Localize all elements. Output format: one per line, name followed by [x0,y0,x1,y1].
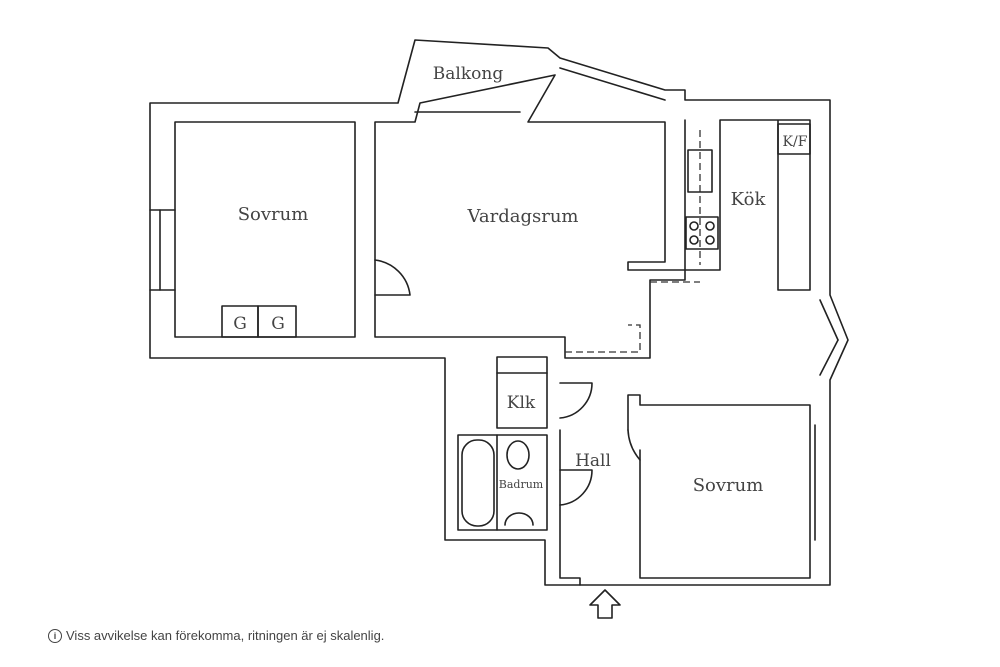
inner-wall-top [174,121,356,338]
room-label-sovrum-right: Sovrum [693,475,764,496]
bedroom-wall [627,394,811,579]
disclaimer: i Viss avvikelse kan förekomma, ritninge… [48,628,384,643]
burner [689,221,699,231]
window-balcony [559,67,666,101]
toilet [506,440,530,470]
room-label-sovrum: Sovrum [238,204,309,225]
entrance-arrow-icon [589,589,621,619]
room-label-balkong: Balkong [433,64,504,84]
bay-window [819,339,839,376]
label-wardrobe: G [271,314,285,334]
room-label-badrum: Badrum [499,478,544,491]
info-icon: i [48,628,62,643]
klk-wall [496,356,548,429]
dashed-line [565,324,641,353]
door-arc [559,382,593,419]
room-label-klk: Klk [507,393,536,413]
label-kf: K/F [783,134,808,150]
fridge-freezer [777,123,811,155]
outer-wall [149,39,849,586]
bay-window [819,299,839,341]
kitchen-wall [684,119,811,291]
door-arc [559,469,593,506]
stove [685,216,719,250]
bathtub [461,439,495,527]
room-label-vardagsrum: Vardagsrum [467,206,579,227]
sink [504,512,534,526]
wardrobe [257,305,297,338]
kitchen-sink [687,149,713,193]
burner [705,235,715,245]
room-label-kok: Kök [731,189,767,210]
burner [705,221,715,231]
label-wardrobe: G [233,314,247,334]
door-arc [627,429,641,461]
badrum-wall [457,434,548,531]
living-room-wall [374,74,686,359]
room-label-hall: Hall [575,451,611,471]
burner [689,235,699,245]
disclaimer-text: Viss avvikelse kan förekomma, ritningen … [66,628,385,643]
hall-wall [559,429,581,586]
door-arc [374,259,411,296]
